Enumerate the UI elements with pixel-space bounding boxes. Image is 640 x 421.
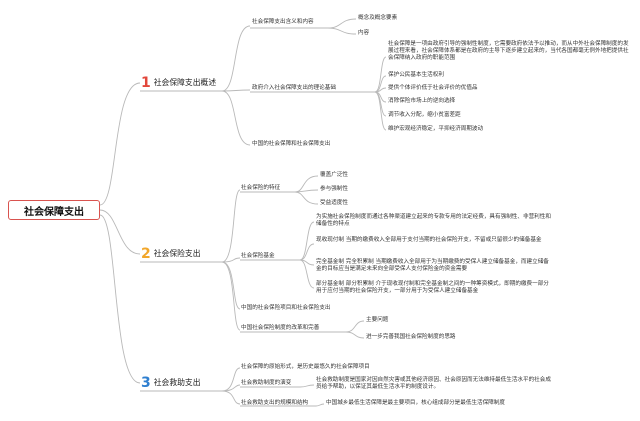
connector-b1-c3 [221,90,251,146]
connector-b2-c1 [221,189,241,263]
branch-2-number: 2 [141,245,151,262]
b2-c1-g3-node[interactable]: 受益适度性 [320,200,348,206]
connector-b3-c1 [221,367,241,392]
b1-c2-node[interactable]: 政府介入社会保障支出的理论基础 [252,85,336,91]
connector-root-b2 [99,209,141,255]
b3-c1-node[interactable]: 社会保障的原始形式，是历史最悠久的社会保障项目 [241,364,370,370]
b2-c2-g2-node[interactable]: 现收现付制 当期的缴费收入全部用于支付当期的社会保险开支，不留或只留很少的储备基… [316,237,542,243]
connector-b3-c3 [221,390,241,405]
b3-c2-node[interactable]: 社会救助制度的演变 [241,380,292,386]
connector-b2-c3 [221,261,241,310]
b1-c2-g3-node[interactable]: 提供个体评价低于社会评价的优值品 [388,85,478,91]
b2-c2-node[interactable]: 社会保险基金 [241,253,275,259]
b2-c1-g1-node[interactable]: 覆盖广泛性 [320,172,348,178]
b2-c2-g3-node[interactable]: 完全基金制 完全积累制 当期缴费收入全部用于为当期缴费的受保人建立储备基金，而建… [316,259,549,272]
b2-c1-g2-node[interactable]: 参与强制性 [320,186,348,192]
branch-3-node[interactable]: 3 社会救助支出 [141,374,201,391]
connector-b1-c2 [221,89,251,92]
b2-c3-node[interactable]: 中国的社会保险项目和社会保险支出 [241,305,331,311]
connector-root-b3 [99,214,141,384]
b1-c3-node[interactable]: 中国的社会保障和社会保障支出 [252,141,331,147]
b2-c4-g2-node[interactable]: 进一步完善我国社会保险制度的思路 [366,334,456,340]
b2-c2-g1-node[interactable]: 为实施社会保险制度而通过各种渠道建立起来的专款专用的法定经费，具有强制性、非营利… [316,214,551,227]
b2-c4-g1-node[interactable]: 主要问题 [366,317,389,323]
branch-1-number: 1 [141,74,151,91]
b1-c2-g4-node[interactable]: 消除保险市场上的逆向选择 [388,98,456,104]
b1-c2-g1-node[interactable]: 社会保障是一项由政府引导的强制性制度，它需要政府依法予以推动，而从中外社会保障制… [388,41,629,61]
b1-c2-g5-node[interactable]: 调节收入分配，缩小贫富差距 [388,112,461,118]
b1-c2-g2-node[interactable]: 保护公民基本生活权利 [388,72,444,78]
b3-c2-g1-node[interactable]: 社会救助制度是国家对因自然灾害或其他经济原因、社会原因而无法维持最低生活水平的社… [316,377,551,390]
b3-c3-g1-node[interactable]: 中国城乡最低生活保障是最主要项目，核心组成部分是最低生活保障制度 [326,400,506,406]
b1-c1-g1-node[interactable]: 概念及概念要素 [358,15,398,21]
branch-2-label: 社会保险支出 [153,249,201,258]
connector-b2-c2 [221,257,241,263]
b2-c2-g4-node[interactable]: 部分基金制 部分积累制 介于现收现付制和完全基金制之间的一种筹资模式，即期的缴费… [316,281,549,294]
branch-2-node[interactable]: 2 社会保险支出 [141,245,201,262]
b1-c2-g6-node[interactable]: 维护宏观经济稳定，平抑经济周期波动 [388,126,484,132]
branch-3-label: 社会救助支出 [153,378,201,387]
b2-c4-node[interactable]: 中国社会保险制度的改革和完善 [241,325,320,331]
b2-c1-node[interactable]: 社会保险的特征 [241,185,281,191]
b3-c3-node[interactable]: 社会救助支出的规模和结构 [241,400,309,406]
branch-1-label: 社会保障支出概述 [153,78,217,87]
branch-1-node[interactable]: 1 社会保障支出概述 [141,74,216,91]
root-node[interactable]: 社会保障支出 [8,200,100,220]
b1-c1-g2-node[interactable]: 内容 [358,30,370,36]
connector-b2-c4 [221,261,241,331]
b1-c1-node[interactable]: 社会保障支出含义和内容 [252,19,314,25]
connector-b1-c1 [221,25,251,92]
branch-3-number: 3 [141,374,151,391]
connector-root-b1 [99,82,141,206]
